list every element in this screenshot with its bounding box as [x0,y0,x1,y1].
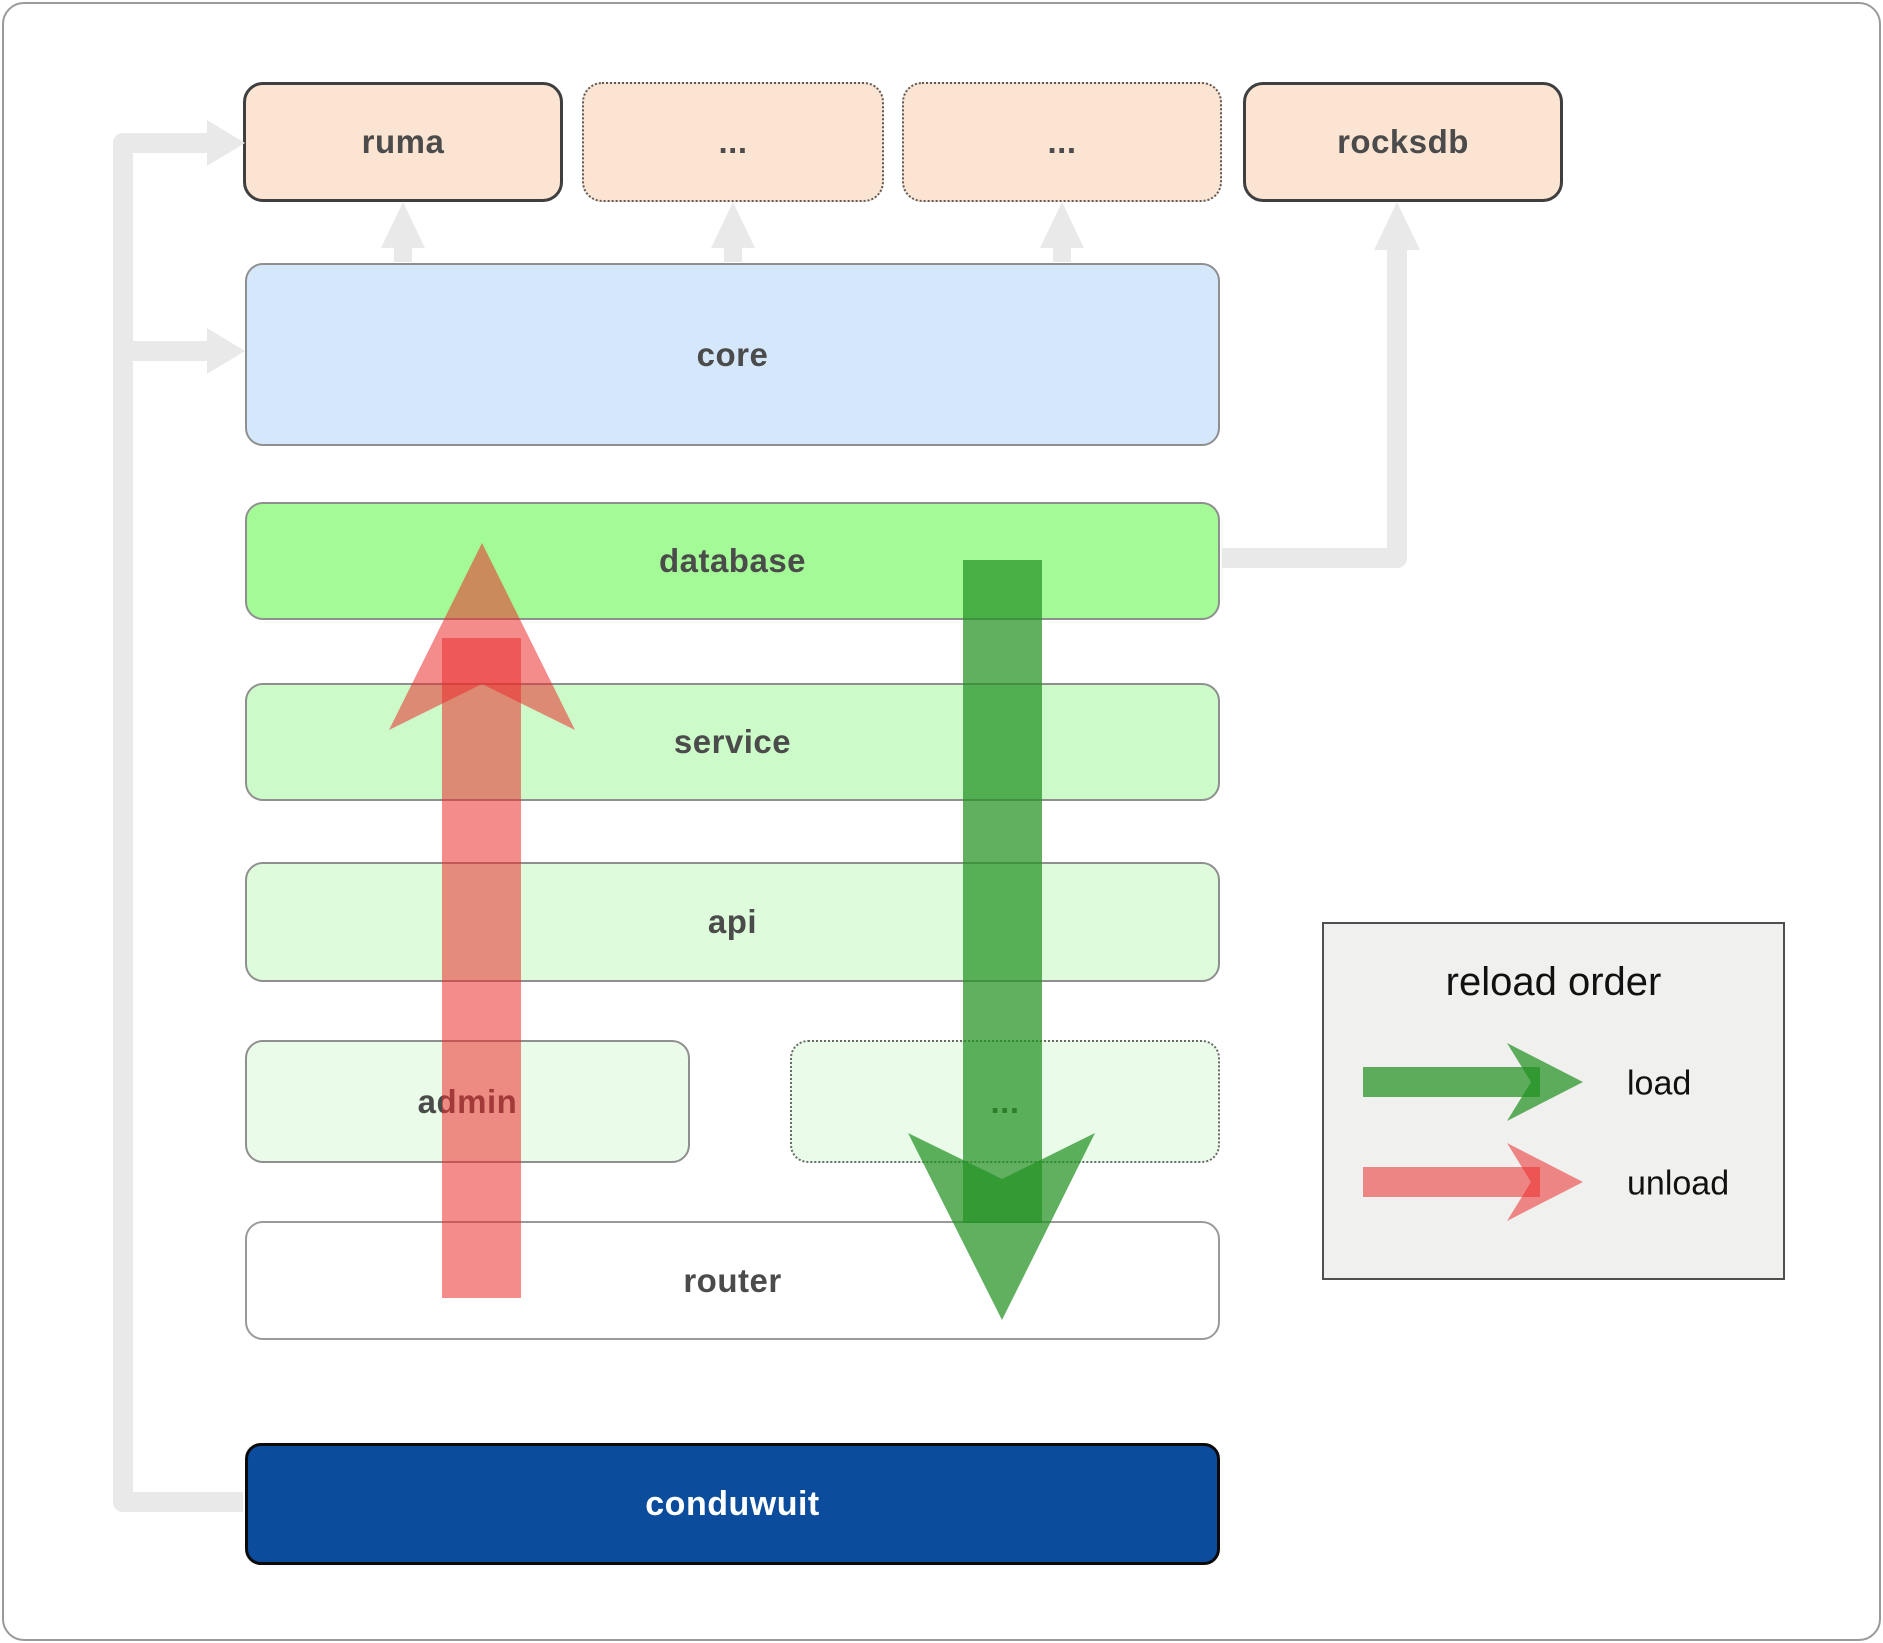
node-admin: admin [245,1040,690,1163]
node-label: ruma [361,123,445,160]
node-label: ... [990,1082,1020,1120]
node-label: rocksdb [1337,123,1469,160]
node-label: admin [417,1082,518,1120]
node-database: database [245,502,1220,620]
node-router: router [245,1221,1220,1340]
legend-unload-label: unload [1627,1164,1730,1203]
node-label: conduwuit [645,1484,820,1523]
legend-title: reload order [1445,960,1662,1004]
node-label: ... [718,123,748,160]
node-label: database [658,542,807,579]
node-label: service [673,723,792,760]
node-api: api [245,862,1220,982]
node-label: core [696,335,769,373]
node-ellipsis-2: ... [902,82,1222,202]
node-ellipsis-1: ... [582,82,884,202]
node-label: router [683,1261,782,1299]
node-label: api [707,903,758,940]
node-label: ... [1047,123,1077,160]
node-admin-ellipsis: ... [790,1040,1220,1163]
legend-box: reload order load unload [1322,922,1785,1280]
node-ruma: ruma [243,82,563,202]
node-rocksdb: rocksdb [1243,82,1563,202]
node-conduwuit: conduwuit [245,1443,1220,1565]
node-core: core [245,263,1220,446]
legend-load-label: load [1627,1064,1692,1103]
node-service: service [245,683,1220,801]
